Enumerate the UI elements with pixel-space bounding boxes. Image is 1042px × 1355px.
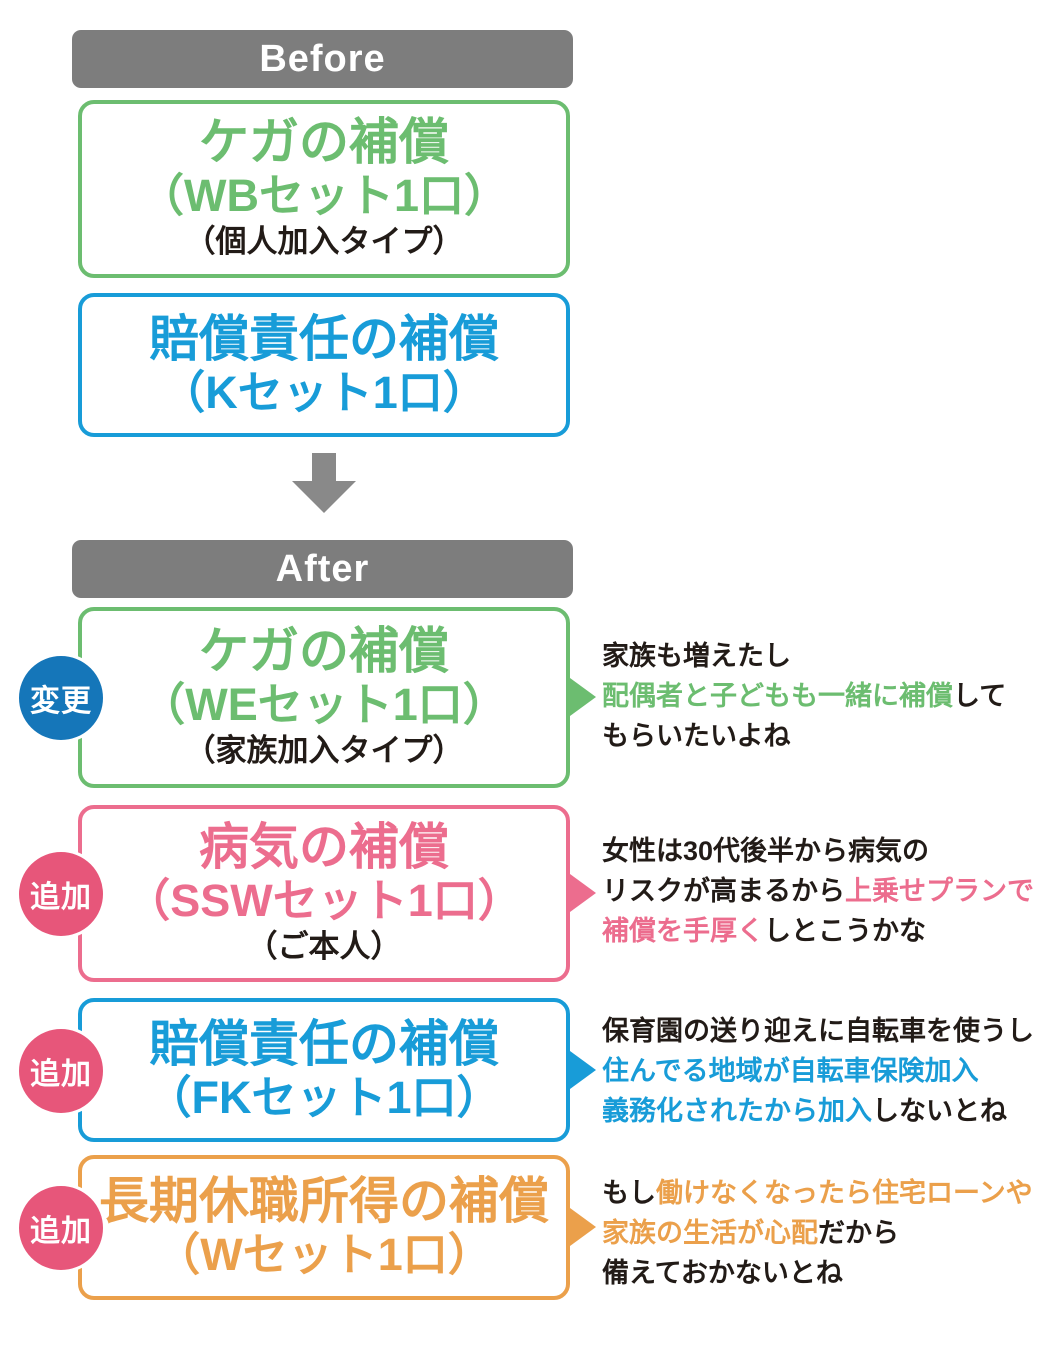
add-badge: 追加 (16, 849, 106, 939)
comment-line: もらいたいよね (602, 716, 1040, 756)
comment-segment: だから (818, 1218, 899, 1248)
comment-line: 家族も増えたし (602, 636, 1040, 676)
after-card-sickness: 病気の補償 （SSWセット1口） （ご本人） (78, 805, 570, 982)
after-card-liability: 賠償責任の補償 （FKセット1口） (78, 998, 570, 1142)
card-title: ケガの補償 (199, 114, 449, 171)
right-arrow-icon (570, 874, 596, 912)
card-title: 賠償責任の補償 (149, 1015, 499, 1072)
comment-line: 補償を手厚くしとこうかな (602, 911, 1040, 951)
card-title: 病気の補償 (199, 818, 449, 875)
comment-line: もし働けなくなったら住宅ローンや (602, 1173, 1040, 1213)
add-badge-label: 追加 (30, 881, 92, 914)
card-subtitle: （Kセット1口） (160, 366, 488, 418)
card-note: （ご本人） (246, 928, 402, 964)
add-badge: 追加 (16, 1183, 106, 1273)
comment-segment: 補償を手厚く (602, 916, 764, 946)
after-header-label: After (275, 547, 370, 590)
comment-segment: もらいたいよね (602, 721, 791, 751)
after-header: After (72, 540, 573, 598)
comment-line: 女性は30代後半から病気の (602, 831, 1040, 871)
card-subtitle: （WEセット1口） (140, 678, 508, 730)
comment-segment: しないとね (872, 1096, 1007, 1126)
comment-line: 住んでる地域が自転車保険加入 (602, 1051, 1040, 1091)
card-title: 長期休職所得の補償 (99, 1173, 549, 1230)
add-badge-label: 追加 (30, 1215, 92, 1248)
comment-segment: 家族の生活が心配 (602, 1218, 818, 1248)
comment-line: 備えておかないとね (602, 1253, 1040, 1293)
callout-sickness: 女性は30代後半から病気の リスクが高まるから上乗せプランで 補償を手厚くしとこ… (602, 831, 1040, 951)
comment-segment: 働けなくなったら住宅ローンや (656, 1178, 1033, 1208)
comment-segment: 女性は30代後半から病気の (602, 836, 930, 866)
callout-liability: 保育園の送り迎えに自転車を使うし 住んでる地域が自転車保険加入 義務化されたから… (602, 1011, 1040, 1131)
add-badge-label: 追加 (30, 1058, 92, 1091)
card-note: （家族加入タイプ） (184, 732, 464, 768)
comment-segment: リスクが高まるから (602, 876, 845, 906)
down-arrow-stem (312, 453, 336, 482)
card-subtitle: （FKセット1口） (146, 1071, 502, 1123)
before-header-label: Before (259, 37, 386, 80)
comment-segment: もし (602, 1178, 656, 1208)
comment-line: 家族の生活が心配だから (602, 1213, 1040, 1253)
after-card-injury: ケガの補償 （WEセット1口） （家族加入タイプ） (78, 607, 570, 788)
change-badge-label: 変更 (30, 685, 92, 718)
comment-line: 配偶者と子どもも一緒に補償して (602, 676, 1040, 716)
callout-injury: 家族も増えたし 配偶者と子どもも一緒に補償して もらいたいよね (602, 636, 1040, 756)
comment-segment: 義務化されたから加入 (602, 1096, 872, 1126)
down-arrow-icon (292, 453, 356, 513)
down-arrow-head (292, 481, 356, 513)
right-arrow-icon (570, 678, 596, 716)
add-badge: 追加 (16, 1026, 106, 1116)
before-card-liability: 賠償責任の補償 （Kセット1口） (78, 293, 570, 437)
right-arrow-icon (570, 1208, 596, 1246)
comment-segment: 家族も増えたし (602, 641, 791, 671)
comment-segment: 住んでる地域が自転車保険加入 (602, 1056, 979, 1086)
before-card-injury: ケガの補償 （WBセット1口） （個人加入タイプ） (78, 100, 570, 278)
card-title: ケガの補償 (199, 622, 449, 679)
before-header: Before (72, 30, 573, 88)
comment-segment: 備えておかないとね (602, 1258, 843, 1288)
after-card-income: 長期休職所得の補償 （Wセット1口） (78, 1155, 570, 1300)
comment-segment: して (953, 681, 1007, 711)
card-note: （個人加入タイプ） (184, 224, 464, 260)
change-badge: 変更 (16, 653, 106, 743)
comment-segment: 配偶者と子どもも一緒に補償 (602, 681, 953, 711)
comment-segment: 上乗せプランで (845, 876, 1034, 906)
right-arrow-icon (570, 1051, 596, 1089)
comment-line: 保育園の送り迎えに自転車を使うし (602, 1011, 1040, 1051)
card-subtitle: （Wセット1口） (155, 1229, 493, 1281)
comment-line: 義務化されたから加入しないとね (602, 1091, 1040, 1131)
callout-income: もし働けなくなったら住宅ローンや 家族の生活が心配だから 備えておかないとね (602, 1173, 1040, 1293)
comment-line: リスクが高まるから上乗せプランで (602, 871, 1040, 911)
comment-segment: しとこうかな (764, 916, 926, 946)
card-subtitle: （WBセット1口） (139, 170, 509, 222)
card-title: 賠償責任の補償 (149, 310, 499, 367)
card-subtitle: （SSWセット1口） (125, 874, 523, 926)
comment-segment: 保育園の送り迎えに自転車を使うし (602, 1016, 1034, 1046)
